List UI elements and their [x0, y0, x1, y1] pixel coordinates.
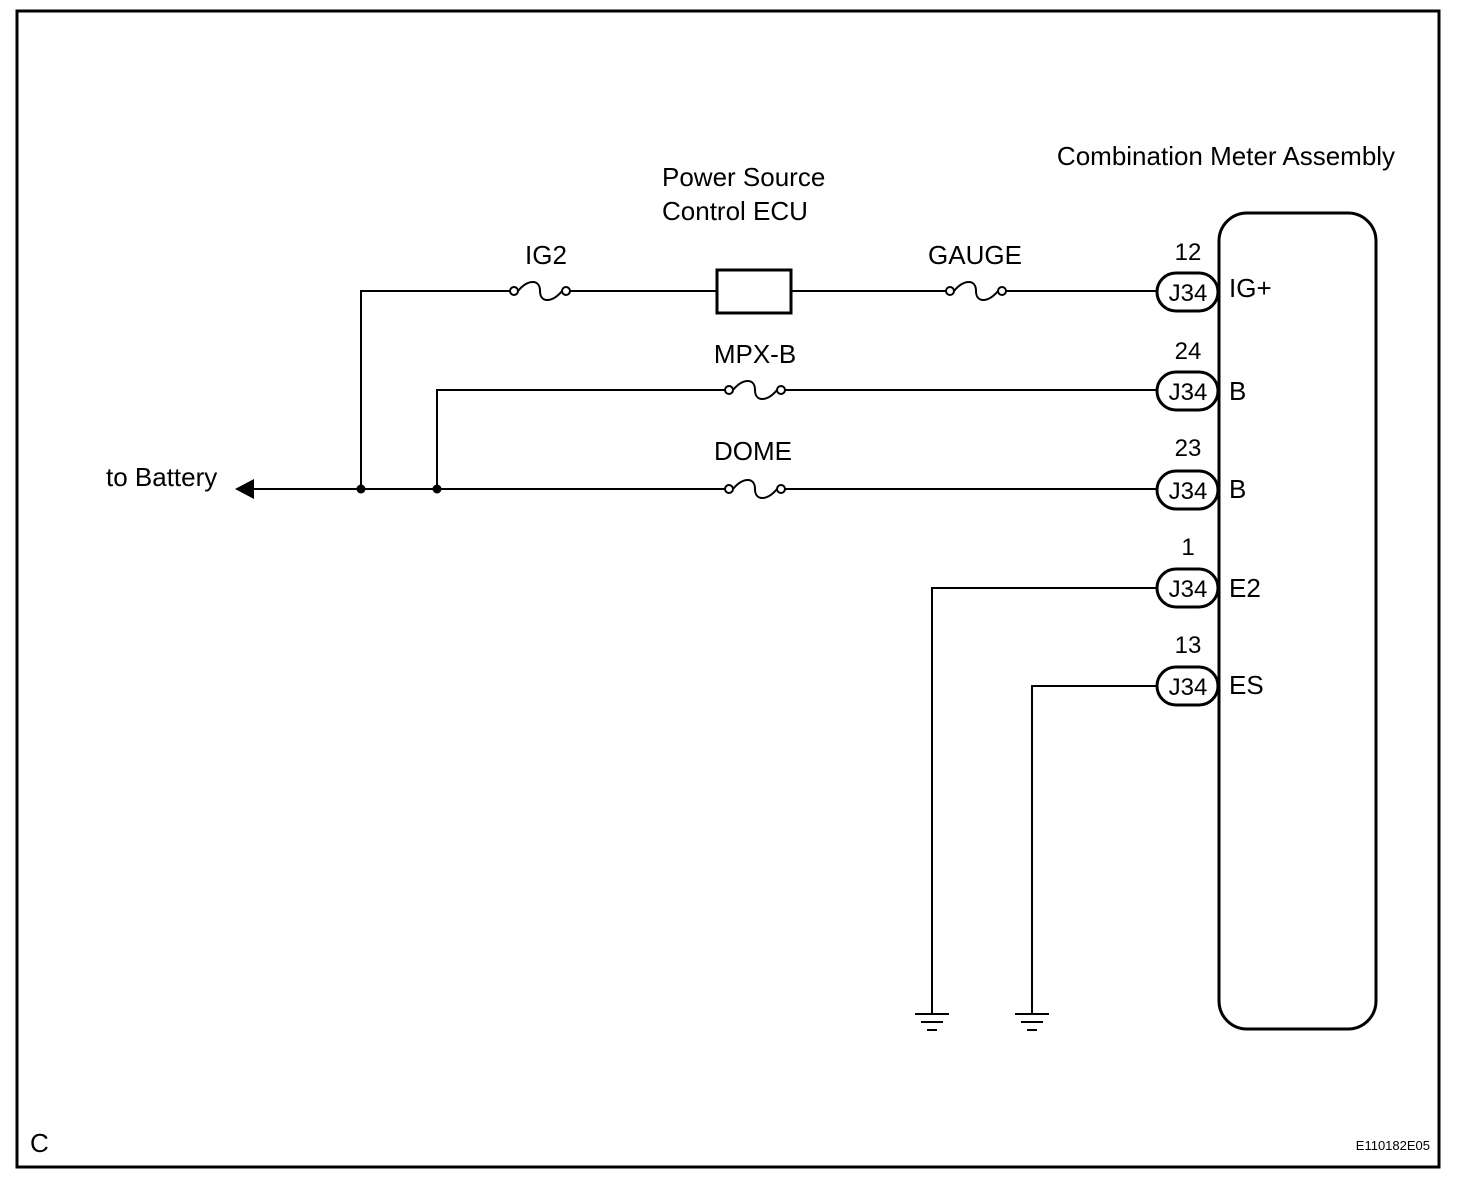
- e2-ground-icon: [915, 1013, 949, 1031]
- power-source-ecu-box: [715, 268, 793, 315]
- pin-number: 12: [1175, 239, 1202, 266]
- terminal-name: B: [1229, 376, 1246, 406]
- pin-1: J34 1 E2: [1155, 534, 1261, 609]
- terminal-name: E2: [1229, 573, 1261, 603]
- es-ground-icon: [1015, 1013, 1049, 1031]
- connector-id: J34: [1169, 280, 1208, 307]
- connector-pill: [1155, 469, 1220, 511]
- footer-left-code: C: [30, 1128, 49, 1158]
- pin-number: 23: [1175, 435, 1202, 462]
- connector-pill: [1155, 567, 1220, 609]
- connector-pill: [1155, 271, 1220, 313]
- connector-id: J34: [1169, 674, 1208, 701]
- ig2-fuse-icon: [509, 281, 571, 301]
- battery-label: to Battery: [106, 462, 217, 492]
- junction-dot-icon: [356, 484, 366, 494]
- ig2-feed-wire: [360, 290, 511, 489]
- connector-pill: [1155, 665, 1220, 707]
- connector-pill: [1155, 370, 1220, 412]
- terminal-name: B: [1229, 474, 1246, 504]
- junction-dot-icon: [432, 484, 442, 494]
- pin-24: J34 24 B: [1155, 338, 1246, 412]
- e2-ground-wire: [931, 587, 1157, 1013]
- pin-number: 24: [1175, 338, 1202, 365]
- mpx-b-feed-wire: [436, 389, 725, 489]
- combination-meter-body: [1217, 211, 1378, 1031]
- es-ground-wire: [1031, 685, 1157, 1013]
- terminal-name: ES: [1229, 670, 1264, 700]
- dome-fuse-icon: [724, 479, 786, 499]
- connector-id: J34: [1169, 478, 1208, 505]
- pin-12: J34 12 IG+: [1155, 239, 1272, 313]
- gauge-fuse-icon: [945, 281, 1007, 301]
- figure-code: E110182E05: [1356, 1138, 1430, 1153]
- gauge-fuse-label: GAUGE: [928, 240, 1022, 270]
- combination-meter-label: Combination Meter Assembly: [1057, 141, 1395, 171]
- power-source-ecu-label-line1: Power Source: [662, 162, 825, 192]
- pin-number: 1: [1181, 534, 1194, 561]
- battery-arrow-icon: [235, 479, 254, 499]
- ig2-fuse-label: IG2: [525, 240, 567, 270]
- diagram-frame: [15, 9, 1441, 1169]
- mpx-b-fuse-icon: [724, 380, 786, 400]
- pin-13: J34 13 ES: [1155, 632, 1264, 707]
- pin-23: J34 23 B: [1155, 435, 1246, 511]
- connector-id: J34: [1169, 379, 1208, 406]
- pin-number: 13: [1175, 632, 1202, 659]
- terminal-name: IG+: [1229, 273, 1272, 303]
- connector-id: J34: [1169, 576, 1208, 603]
- dome-fuse-label: DOME: [714, 436, 792, 466]
- power-source-ecu-label-line2: Control ECU: [662, 196, 808, 226]
- mpx-b-fuse-label: MPX-B: [714, 339, 796, 369]
